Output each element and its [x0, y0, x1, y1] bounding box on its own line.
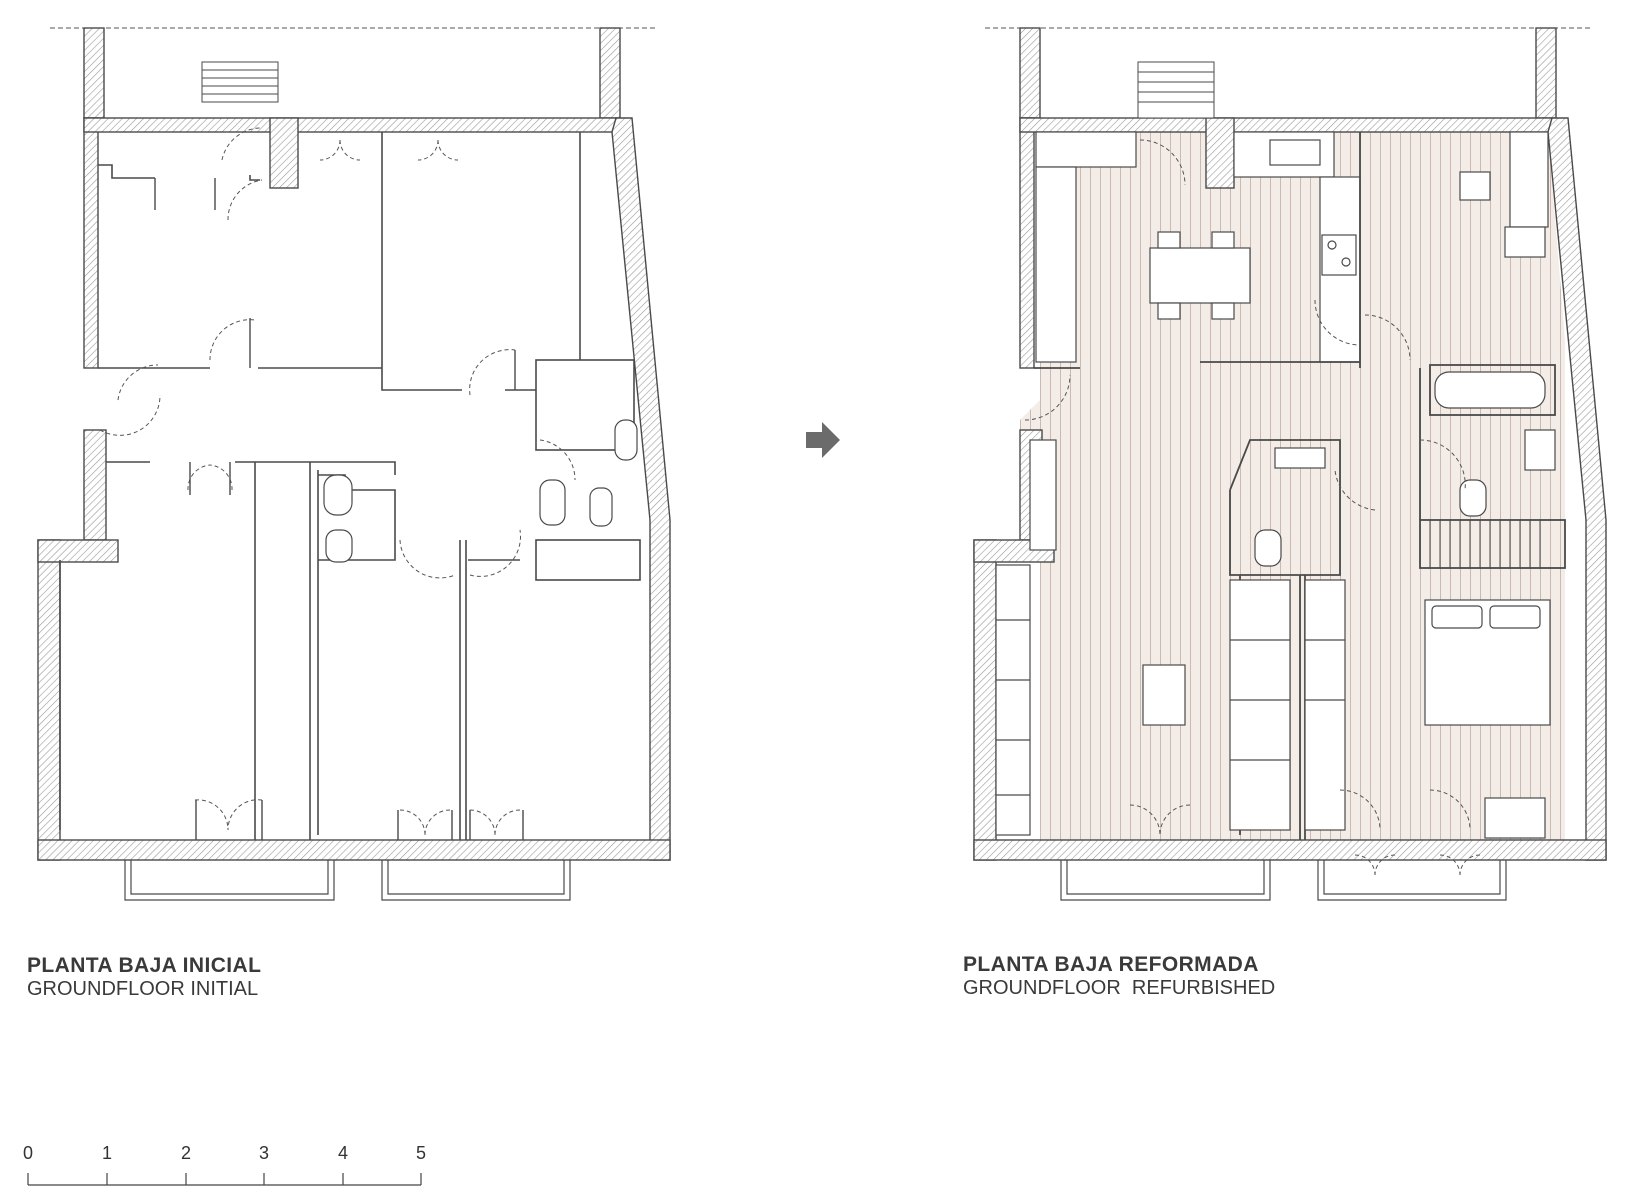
chair-icon — [1157, 231, 1181, 249]
pillow — [1489, 605, 1541, 629]
fixtures-refurbished — [1254, 371, 1556, 567]
chair-icon — [1157, 302, 1181, 320]
washbasin-icon — [323, 474, 353, 516]
outer-walls — [973, 27, 1607, 861]
plan-title: PLANTA BAJA REFORMADA — [963, 953, 1259, 976]
partitions — [59, 132, 641, 840]
fixtures-initial — [323, 419, 638, 563]
kitchen-counter — [1035, 166, 1077, 363]
closet — [1304, 579, 1346, 831]
kitchen — [1035, 131, 1361, 363]
door-swings — [99, 127, 576, 836]
chair-icon — [1211, 231, 1235, 249]
scale-tick-label: 2 — [180, 1143, 192, 1163]
door-leaves — [154, 178, 524, 840]
bookshelf — [995, 564, 1031, 836]
closet — [1229, 579, 1291, 831]
door-swings — [1024, 139, 1481, 876]
sink-icon — [1274, 447, 1326, 469]
stair-lines — [1429, 520, 1541, 568]
scale-tick-label: 3 — [258, 1143, 270, 1163]
balconies-initial — [124, 860, 571, 901]
toilet-icon — [1459, 479, 1487, 517]
scale-tick-label: 1 — [101, 1143, 113, 1163]
caption-refurbished: PLANTA BAJA REFORMADA GROUNDFLOOR REFURB… — [963, 953, 1275, 1000]
arrow-right-icon — [806, 422, 840, 458]
stair-top — [1137, 61, 1215, 119]
plan-initial — [37, 27, 671, 901]
cooktop-icon — [1321, 234, 1357, 276]
furniture — [1142, 599, 1551, 839]
dining-table — [1149, 247, 1251, 304]
caption-initial: PLANTA BAJA INICIAL GROUNDFLOOR INITIAL — [27, 954, 261, 1001]
bidet-icon — [589, 487, 613, 527]
outer-walls — [37, 27, 671, 861]
balconies-refurbished — [1060, 860, 1507, 901]
pillow — [1431, 605, 1483, 629]
kitchen-counter — [1035, 131, 1137, 168]
plan-title: PLANTA BAJA INICIAL — [27, 954, 262, 977]
scale-bar — [27, 1173, 422, 1186]
desk — [1509, 131, 1549, 228]
scale-tick-label: 4 — [337, 1143, 349, 1163]
toilet-icon — [539, 479, 566, 526]
toilet-icon — [325, 529, 353, 563]
sink-icon — [614, 419, 638, 461]
stair-top — [201, 61, 279, 103]
plan-subtitle: GROUNDFLOOR INITIAL — [27, 978, 259, 1001]
plan-refurbished — [973, 27, 1607, 901]
chair-icon — [1211, 302, 1235, 320]
chair-icon — [1459, 171, 1491, 201]
sink-icon — [1269, 139, 1321, 166]
scale-tick-label: 0 — [22, 1143, 34, 1163]
wardrobe-stair — [1419, 519, 1566, 569]
toilet-icon — [1254, 529, 1282, 567]
coffee-table — [1142, 664, 1186, 726]
study — [1459, 131, 1549, 258]
bench — [1029, 439, 1057, 551]
scale-tick-label: 5 — [415, 1143, 427, 1163]
plan-subtitle: GROUNDFLOOR REFURBISHED — [963, 977, 1276, 1000]
dresser — [1484, 797, 1546, 839]
bathtub-icon — [1429, 364, 1556, 416]
closets — [995, 439, 1346, 836]
sink-icon — [1524, 429, 1556, 471]
